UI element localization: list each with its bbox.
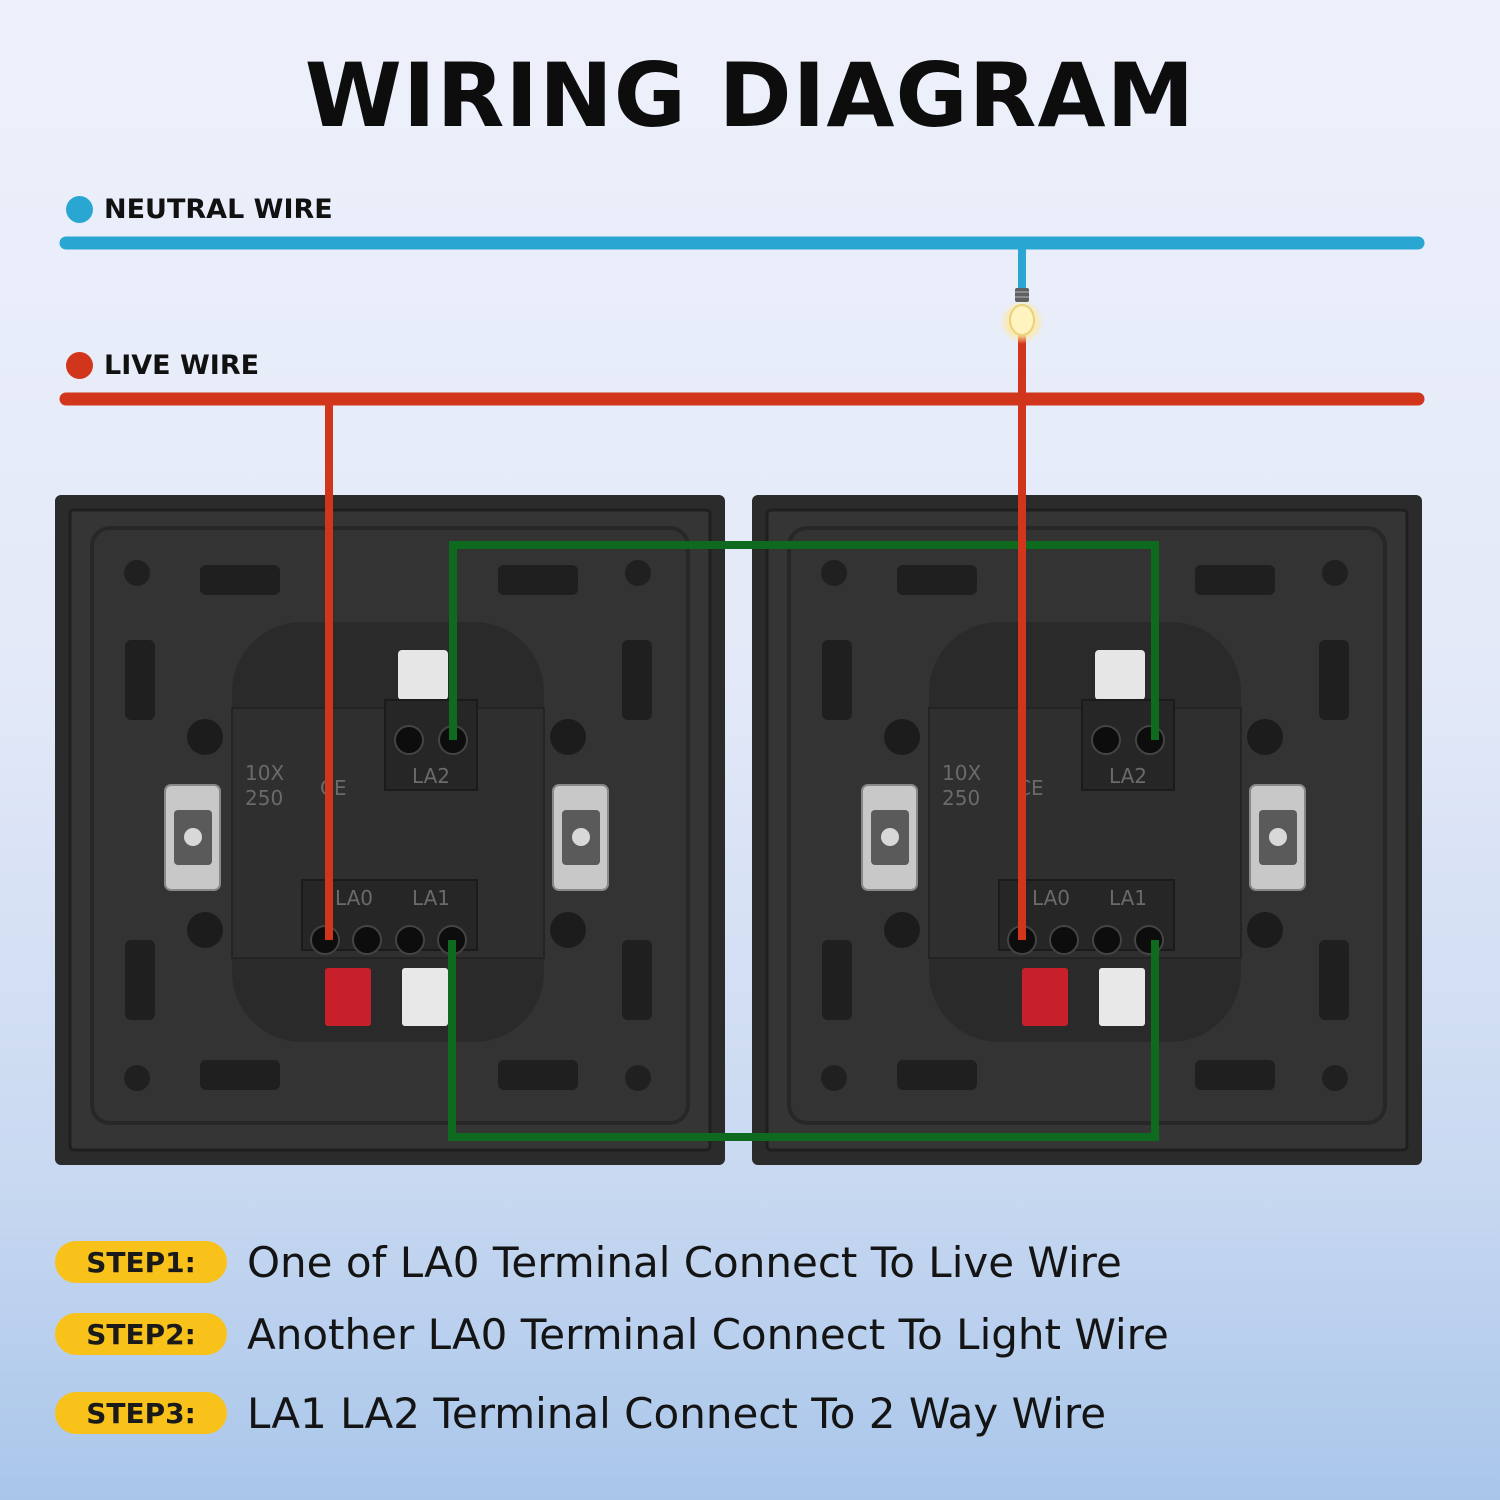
terminal-la0-label: LA0 [1032, 886, 1070, 910]
terminal-la0-label: LA0 [335, 886, 373, 910]
live-dot-icon [66, 352, 93, 379]
neutral-wire-label: NEUTRAL WIRE [104, 194, 333, 225]
terminal-la2-label: LA2 [1109, 764, 1147, 788]
step-item: STEP1: One of LA0 Terminal Connect To Li… [55, 1232, 1122, 1292]
neutral-wire-legend: NEUTRAL WIRE [66, 194, 333, 225]
live-wire-label: LIVE WIRE [104, 350, 260, 381]
page-title: WIRING DIAGRAM [304, 44, 1196, 147]
live-wire-legend: LIVE WIRE [66, 350, 259, 381]
rating-top-label: 10X [245, 761, 284, 785]
step-item: STEP2: Another LA0 Terminal Connect To L… [55, 1304, 1169, 1364]
rating-bottom-label: 250 [942, 786, 980, 810]
neutral-dot-icon [66, 196, 93, 223]
step-text: Another LA0 Terminal Connect To Light Wi… [247, 1309, 1169, 1359]
step-badge: STEP2: [55, 1313, 227, 1355]
step-badge: STEP1: [55, 1241, 227, 1283]
terminal-la2-label: LA2 [412, 764, 450, 788]
ce-mark: CE [320, 776, 347, 800]
step-item: STEP3: LA1 LA2 Terminal Connect To 2 Way… [55, 1383, 1106, 1443]
step-badge: STEP3: [55, 1392, 227, 1434]
terminal-la1-label: LA1 [412, 886, 450, 910]
light-bulb-icon [1000, 288, 1044, 344]
rating-bottom-label: 250 [245, 786, 283, 810]
two-way-wire [449, 541, 1159, 740]
step-text: LA1 LA2 Terminal Connect To 2 Way Wire [247, 1388, 1107, 1438]
switch-right: LA2 LA0 LA1 10X 250 CE [752, 495, 1422, 1165]
two-way-wire [448, 940, 1159, 1141]
rating-top-label: 10X [942, 761, 981, 785]
step-text: One of LA0 Terminal Connect To Live Wire [247, 1237, 1122, 1287]
terminal-la1-label: LA1 [1109, 886, 1147, 910]
switch-left: LA2 LA0 LA1 10X 250 CE [55, 495, 725, 1165]
